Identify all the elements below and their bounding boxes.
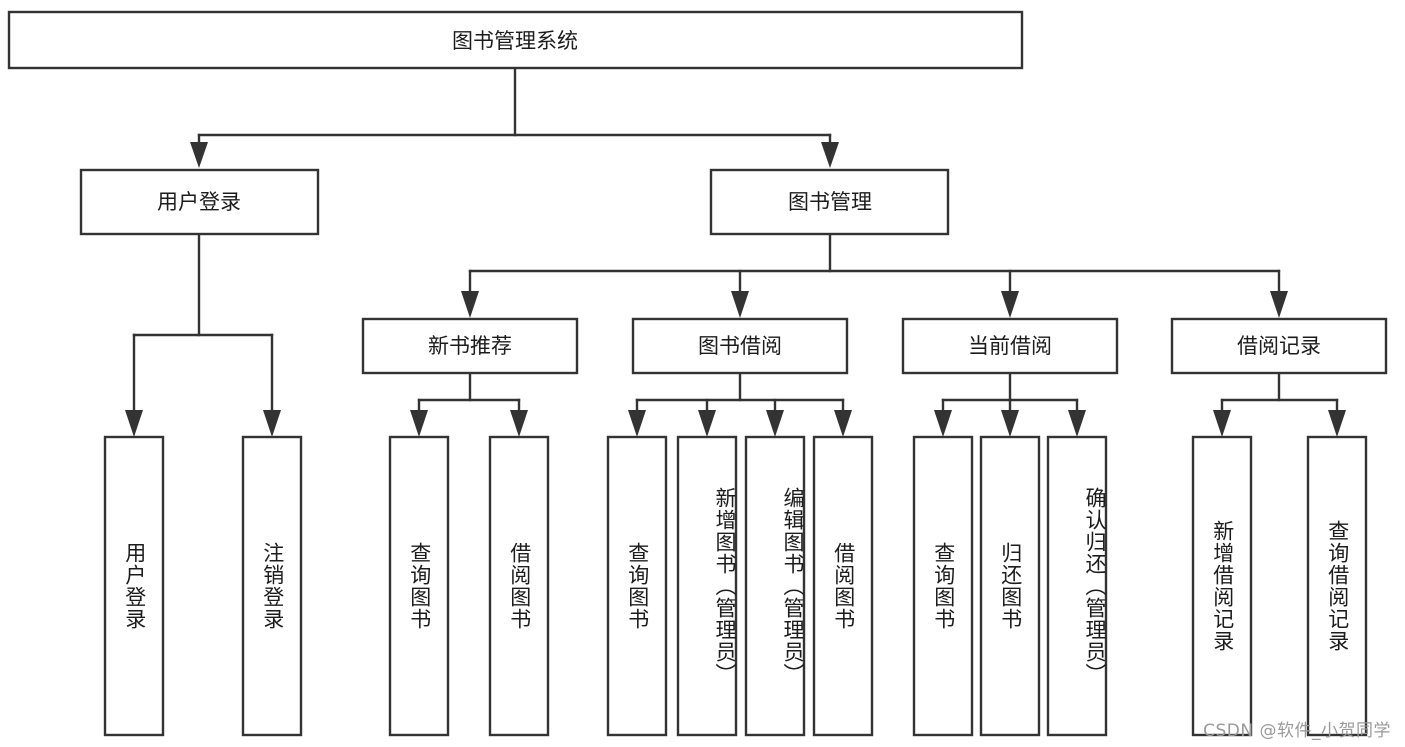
node-box-leaf-user-login[interactable] — [103, 435, 165, 737]
node-box-leaf-query-book-2[interactable] — [606, 435, 668, 737]
node-label-leaf-return-book: 归还图书 — [998, 542, 1023, 630]
node-label-leaf-user-login: 用户登录 — [122, 542, 147, 630]
connector-group-book-manage — [461, 233, 1288, 318]
node-label-leaf-query-record: 查询借阅记录 — [1325, 520, 1350, 652]
arrow-head-leaf-query-book-3 — [934, 410, 952, 437]
node-label-leaf-query-book-3: 查询图书 — [931, 542, 956, 630]
arrow-head-leaf-add-record — [1213, 410, 1231, 437]
node-box-leaf-query-book-3[interactable] — [912, 435, 974, 737]
node-label-leaf-borrow-book-2: 借阅图书 — [831, 542, 856, 630]
node-box-new-book-recommend[interactable] — [361, 317, 579, 375]
connector-group-user-login — [125, 233, 281, 437]
arrow-head-leaf-return-book — [1001, 410, 1019, 437]
arrow-head-leaf-borrow-book-2 — [834, 410, 852, 437]
node-box-leaf-add-record[interactable] — [1191, 435, 1253, 737]
node-label-leaf-add-book: 新增图书（管理员） — [713, 487, 737, 685]
node-label-book-manage: 图书管理 — [788, 190, 872, 214]
node-label-leaf-borrow-book-1: 借阅图书 — [507, 542, 532, 630]
arrow-head-leaf-query-book-2 — [628, 410, 646, 437]
connector-group-book-borrow — [628, 372, 852, 437]
node-box-leaf-add-book[interactable] — [676, 435, 738, 737]
node-label-leaf-add-record: 新增借阅记录 — [1210, 520, 1235, 652]
arrow-head-new-book-recommend — [461, 291, 479, 318]
arrow-head-leaf-add-book — [698, 410, 716, 437]
arrow-head-current-borrow — [1001, 291, 1019, 318]
node-box-leaf-return-book[interactable] — [979, 435, 1041, 737]
arrow-head-leaf-user-login — [125, 410, 143, 437]
node-box-current-borrow[interactable] — [901, 317, 1119, 375]
node-box-leaf-confirm-return[interactable] — [1046, 435, 1108, 737]
arrow-head-leaf-borrow-book-1 — [510, 410, 528, 437]
arrow-head-borrow-record — [1270, 291, 1288, 318]
arrow-head-user-login — [190, 142, 208, 168]
node-box-leaf-edit-book[interactable] — [744, 435, 806, 737]
node-box-leaf-query-record[interactable] — [1306, 435, 1368, 737]
node-box-root[interactable] — [7, 10, 1024, 70]
connector-group-new-book-recommend — [410, 372, 528, 437]
node-box-leaf-logout[interactable] — [241, 435, 303, 737]
node-label-borrow-record: 借阅记录 — [1237, 334, 1321, 358]
node-label-book-borrow: 图书借阅 — [698, 334, 782, 358]
arrow-head-leaf-logout — [263, 410, 281, 437]
connector-group-root — [190, 66, 839, 168]
arrow-head-book-borrow — [731, 291, 749, 318]
connector-group-current-borrow — [934, 372, 1086, 437]
csdn-watermark: CSDN @软件_小贺同学 — [1203, 721, 1391, 741]
arrow-head-book-manage — [821, 142, 839, 168]
arrow-head-leaf-query-record — [1328, 410, 1346, 437]
node-box-leaf-query-book-1[interactable] — [388, 435, 450, 737]
node-box-book-manage[interactable] — [709, 168, 950, 236]
node-label-new-book-recommend: 新书推荐 — [428, 334, 512, 358]
arrow-head-leaf-confirm-return — [1068, 410, 1086, 437]
connector-group-borrow-record — [1213, 372, 1346, 437]
node-box-user-login[interactable] — [79, 168, 320, 236]
node-label-root: 图书管理系统 — [452, 29, 578, 53]
node-box-book-borrow[interactable] — [631, 317, 849, 375]
arrow-head-leaf-query-book-1 — [410, 410, 428, 437]
node-label-current-borrow: 当前借阅 — [968, 334, 1052, 358]
node-box-leaf-borrow-book-2[interactable] — [812, 435, 874, 737]
node-label-leaf-query-book-1: 查询图书 — [407, 542, 432, 630]
node-label-leaf-logout: 注销登录 — [260, 542, 285, 630]
node-box-leaf-borrow-book-1[interactable] — [488, 435, 550, 737]
node-label-leaf-edit-book: 编辑图书（管理员） — [781, 487, 805, 685]
node-label-leaf-confirm-return: 确认归还（管理员） — [1083, 487, 1107, 685]
node-label-leaf-query-book-2: 查询图书 — [625, 542, 650, 630]
node-label-user-login: 用户登录 — [157, 190, 241, 214]
arrow-head-leaf-edit-book — [766, 410, 784, 437]
node-box-borrow-record[interactable] — [1170, 317, 1388, 375]
